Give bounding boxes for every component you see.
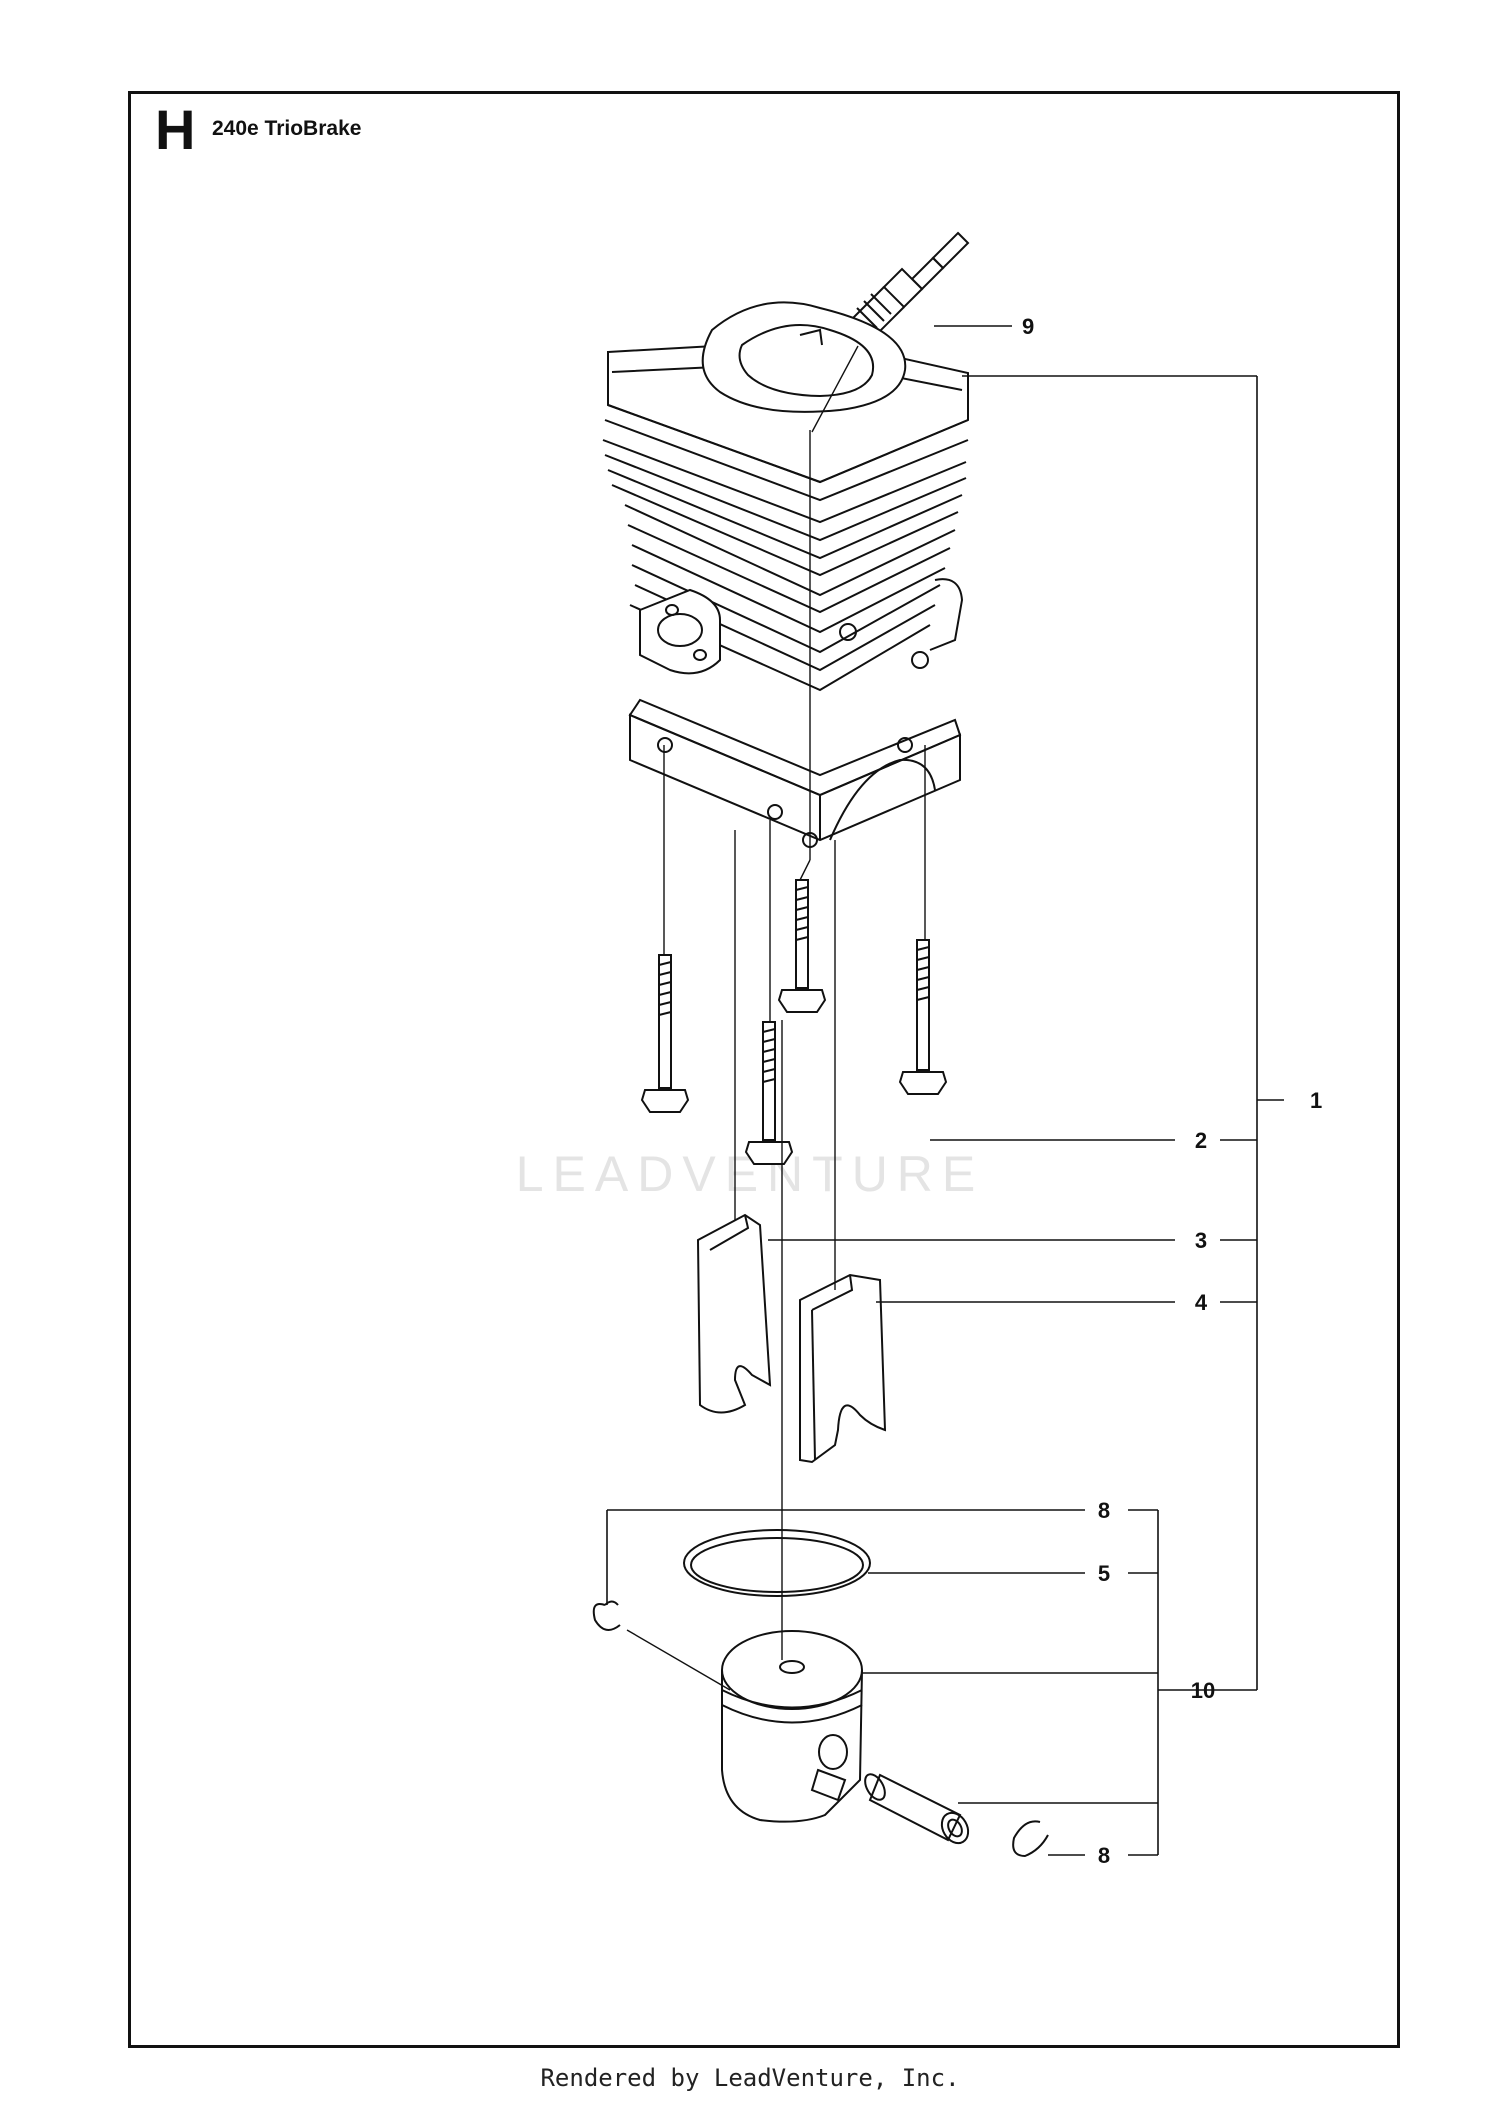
- piston-part[interactable]: [721, 1630, 863, 1823]
- section-letter: H: [155, 98, 196, 161]
- footer-credit: Rendered by LeadVenture, Inc.: [540, 2064, 960, 2092]
- watermark: LEADVENTURE: [515, 1146, 985, 1202]
- screw-part[interactable]: [898, 939, 948, 1095]
- callout-2: 2: [1195, 1128, 1207, 1153]
- circlip-part[interactable]: [592, 1600, 621, 1631]
- screw-part[interactable]: [744, 1021, 794, 1165]
- screw-part[interactable]: [777, 879, 827, 1013]
- callout-10: 10: [1191, 1678, 1215, 1703]
- piston-ring-part[interactable]: [683, 1529, 871, 1597]
- callout-1: 1: [1310, 1088, 1322, 1113]
- callout-8-bottom: 8: [1098, 1843, 1110, 1868]
- callout-3: 3: [1195, 1228, 1207, 1253]
- callout-5: 5: [1098, 1561, 1110, 1586]
- callout-8-top: 8: [1098, 1498, 1110, 1523]
- piston-pin-part[interactable]: [861, 1771, 973, 1848]
- diagram-frame: [128, 91, 1400, 2048]
- callout-9: 9: [1022, 314, 1034, 339]
- screw-part[interactable]: [640, 954, 690, 1113]
- model-title: 240e TrioBrake: [212, 117, 362, 140]
- cylinder-part[interactable]: [602, 301, 969, 848]
- circlip-part[interactable]: [1012, 1820, 1049, 1858]
- callout-4: 4: [1195, 1290, 1208, 1315]
- gasket-part[interactable]: [799, 1273, 887, 1464]
- gasket-part[interactable]: [696, 1213, 772, 1414]
